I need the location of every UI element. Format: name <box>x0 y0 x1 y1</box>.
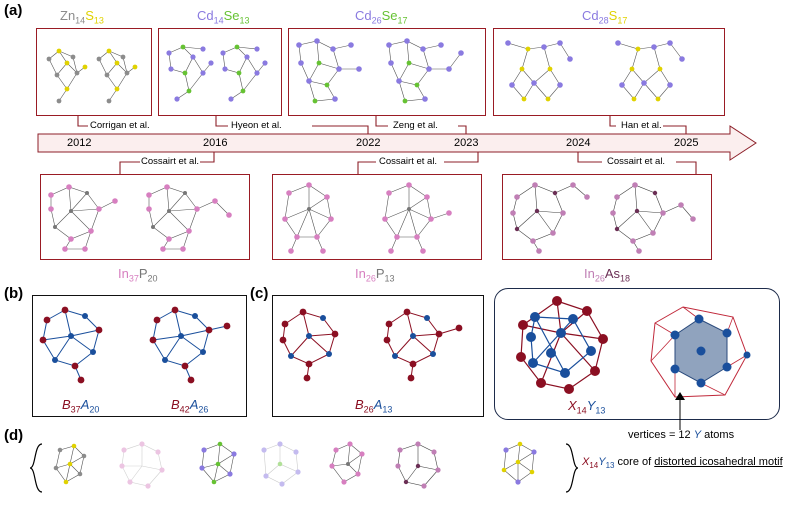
panel-label-d: (d) <box>4 427 24 444</box>
mini-core-cds <box>501 441 537 485</box>
citation-hyeon: Hyeon et al. <box>230 120 283 131</box>
formula-zn14s13: Zn14S13 <box>60 8 104 26</box>
frame-zn14s13 <box>36 28 152 116</box>
formula-cd28s17: Cd28S17 <box>582 8 628 26</box>
year-2022: 2022 <box>356 137 381 149</box>
panel-d-caption: X14Y13 core of distorted icosahedral mot… <box>582 456 783 471</box>
citation-cossairt-3: Cossairt et al. <box>606 156 667 167</box>
cluster-panel-b <box>39 306 231 384</box>
formula-in26p13: In26P13 <box>355 266 395 284</box>
cluster-cd28s17 <box>505 40 685 102</box>
frame-panel-c <box>272 295 484 417</box>
year-2023: 2023 <box>454 137 479 149</box>
vertices-arrow <box>675 392 685 430</box>
icosahedron <box>650 306 751 398</box>
citation-corrigan: Corrigan et al. <box>89 120 151 131</box>
frame-in26as18 <box>502 174 712 260</box>
cluster-in37p20 <box>48 184 232 252</box>
formula-cd14se13: Cd14Se13 <box>197 8 250 26</box>
panel-label-a: (a) <box>4 2 23 19</box>
mini-core-inp <box>329 441 365 485</box>
formula-in26as18: In26As18 <box>584 266 631 284</box>
frame-cd26se17 <box>288 28 486 116</box>
frame-cd28s17 <box>493 28 725 116</box>
panel-label-c: (c) <box>250 285 269 302</box>
left-brace <box>29 443 43 493</box>
frame-cd14se13 <box>158 28 282 116</box>
timeline-arrow <box>37 125 757 161</box>
formula-cd26se17: Cd26Se17 <box>355 8 408 26</box>
citation-han: Han et al. <box>620 120 663 131</box>
citation-cossairt-1: Cossairt et al. <box>140 156 201 167</box>
citation-zeng: Zeng et al. <box>392 120 439 131</box>
mini-core-inp-faded <box>119 441 165 489</box>
mini-core-zns <box>53 443 87 485</box>
mini-core-cdse <box>199 441 237 485</box>
cluster-in26as18 <box>510 182 696 254</box>
cluster-zn14s13 <box>46 48 138 104</box>
year-2012: 2012 <box>67 137 92 149</box>
right-brace <box>565 443 579 493</box>
formula-b37a20: B37A20 <box>62 397 100 415</box>
frame-in37p20 <box>40 174 250 260</box>
formula-x14y13: X14Y13 <box>568 398 606 416</box>
formula-b42a26: B42A26 <box>171 397 209 415</box>
frame-in26p13 <box>272 174 482 260</box>
frame-panel-b <box>32 295 247 417</box>
frame-core-motif <box>494 288 780 420</box>
cluster-cd26se17 <box>296 38 464 104</box>
cluster-in26p13 <box>282 182 452 254</box>
year-2016: 2016 <box>203 137 228 149</box>
formula-in37p20: In37P20 <box>118 266 158 284</box>
mini-core-cdse-faded <box>261 441 301 487</box>
timeline <box>37 116 757 174</box>
vertices-caption: vertices = 12 Y atoms <box>628 429 735 441</box>
formula-b26a13: B26A13 <box>355 397 393 415</box>
year-2025: 2025 <box>674 137 699 149</box>
citation-cossairt-2: Cossairt et al. <box>378 156 439 167</box>
core-motif-drawing <box>516 296 751 398</box>
mini-core-inas <box>395 441 441 489</box>
cluster-cd14se13 <box>166 44 268 102</box>
panel-label-b: (b) <box>4 285 24 302</box>
cluster-panel-c <box>279 308 463 382</box>
year-2024: 2024 <box>566 137 591 149</box>
panel-d-row <box>29 441 579 493</box>
